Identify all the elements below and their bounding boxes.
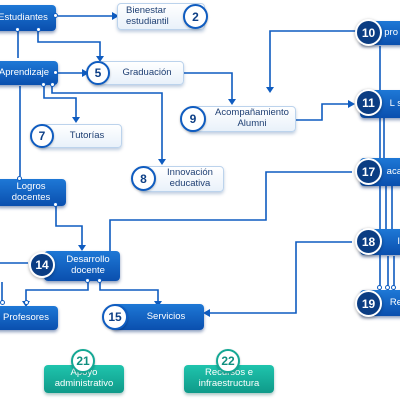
node-label: L s: [389, 97, 400, 109]
node-label: Servicios: [146, 310, 186, 322]
node-label: Estudiantes: [0, 11, 48, 23]
wire: [25, 282, 89, 302]
node-label: Desarrollo docente: [66, 254, 110, 276]
node-label: Logros docentes: [11, 180, 51, 203]
arrow-head: [266, 87, 274, 93]
arrow-head: [348, 100, 355, 108]
node-label: Acompañamiento Alumni: [215, 107, 289, 129]
node-aprendizaje[interactable]: Aprendizaje: [0, 61, 58, 85]
arrow-head: [158, 159, 166, 165]
arrow-head: [82, 69, 89, 77]
connector-dot: [53, 13, 58, 18]
badge-number: 10: [355, 19, 382, 46]
wire: [208, 241, 352, 314]
badge-number: 8: [131, 166, 156, 191]
node-innovacion[interactable]: Innovación educativa: [140, 166, 224, 192]
node-label: pro: [384, 26, 398, 38]
wire: [109, 171, 352, 256]
connector-dot: [24, 300, 29, 305]
node-desarrollo[interactable]: Desarrollo docente: [44, 251, 120, 281]
node-profesores[interactable]: Profesores: [0, 306, 58, 330]
badge-number: 15: [102, 304, 128, 330]
wire: [99, 282, 159, 302]
connector-dot: [17, 176, 22, 181]
arrow-head: [228, 99, 236, 105]
arrow-head: [112, 12, 119, 20]
wire: [296, 103, 350, 121]
connector-dot: [377, 285, 382, 290]
node-logros[interactable]: Logros docentes: [0, 179, 66, 206]
connector-dot: [85, 278, 90, 283]
connector-dot: [15, 27, 20, 32]
arrow-head: [72, 117, 80, 123]
connector-dot: [53, 70, 58, 75]
badge-number: 21: [71, 349, 95, 373]
wire: [51, 86, 163, 160]
node-label: I: [397, 235, 400, 247]
node-label: Re: [389, 296, 400, 308]
connector-dot: [41, 82, 46, 87]
badge-number: 14: [29, 252, 55, 278]
badge-number: 9: [180, 106, 206, 132]
node-estudiantes[interactable]: Estudiantes: [0, 5, 56, 31]
node-acompanamiento[interactable]: Acompañamiento Alumni: [188, 106, 296, 132]
arrow-head: [78, 245, 86, 251]
badge-number: 22: [216, 349, 240, 373]
connector-dot: [97, 278, 102, 283]
connector-dot: [391, 285, 396, 290]
badge-number: 11: [355, 89, 382, 116]
badge-number: 17: [355, 158, 382, 185]
badge-number: 5: [86, 61, 110, 85]
wire: [37, 31, 101, 56]
badge-number: 18: [355, 228, 382, 255]
node-label: Innovación educativa: [167, 167, 213, 189]
badge-number: 7: [30, 124, 54, 148]
node-label: aca: [386, 165, 400, 177]
wire: [269, 30, 372, 88]
wire: [184, 72, 233, 100]
connector-dot: [53, 202, 58, 207]
arrow-head: [203, 309, 210, 317]
connector-dot: [36, 27, 41, 32]
wire: [43, 86, 77, 118]
badge-number: 2: [183, 4, 208, 29]
connector-dot: [50, 82, 55, 87]
node-label: Bienestar estudiantil: [126, 4, 169, 27]
badge-number: 19: [355, 290, 382, 317]
node-label: Tutorías: [69, 129, 105, 141]
wire: [55, 206, 83, 246]
arrow-head: [96, 56, 104, 62]
node-label: Aprendizaje: [0, 66, 50, 78]
node-label: Graduación: [122, 66, 172, 78]
connector-dot: [385, 285, 390, 290]
node-label: Profesores: [3, 311, 49, 323]
connector-dot: [0, 300, 5, 305]
